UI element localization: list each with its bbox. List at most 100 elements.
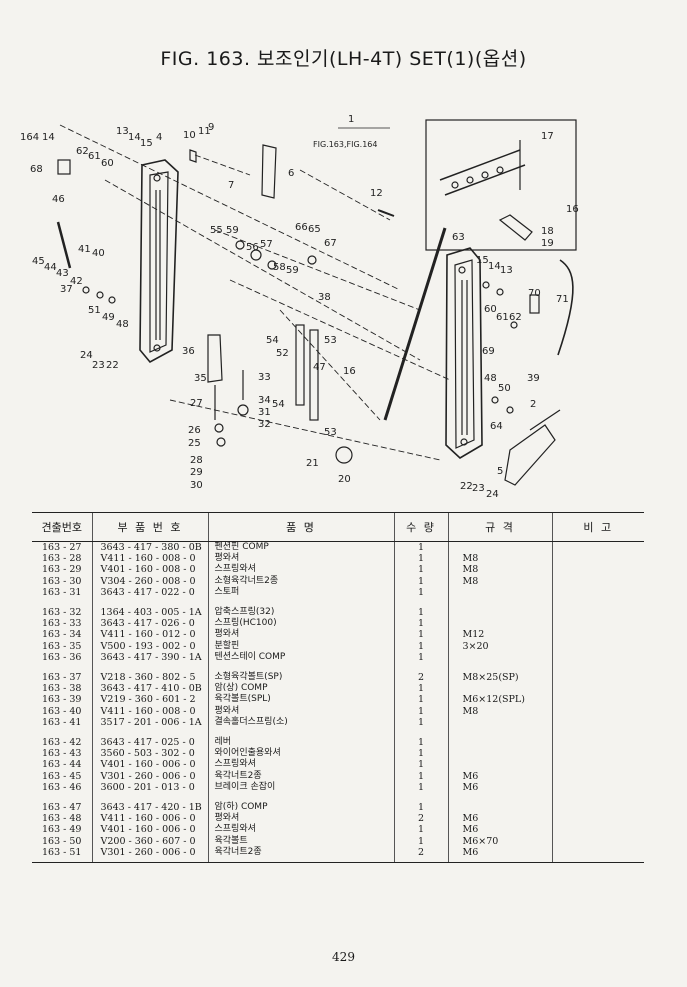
cell-no: 163 - 33	[42, 618, 82, 630]
callout: 27	[190, 398, 203, 409]
cell-qty: 1	[393, 629, 448, 641]
cell-qty: 1	[393, 759, 448, 771]
callout: 54	[272, 399, 285, 410]
lower-bracket	[504, 424, 556, 486]
cell-name: 암(하) COMP	[207, 802, 394, 814]
cell-no: 163 - 35	[42, 640, 82, 652]
callout: 37	[60, 284, 73, 295]
center-rod-b	[309, 329, 319, 421]
cell-name: 스프링(HC100)	[207, 618, 394, 630]
callout: 32	[258, 419, 271, 430]
cell-no: 163 - 37	[42, 672, 82, 684]
cell-spec: M6×70	[447, 835, 552, 847]
callout: 47	[313, 362, 326, 373]
cell-spec	[447, 541, 552, 554]
callout: 14	[42, 132, 55, 143]
cell-remarks	[551, 824, 644, 836]
callout: 18	[541, 226, 554, 237]
cell-part: 3517 - 201 - 006 - 1A	[91, 716, 208, 729]
spacer-cell	[447, 663, 552, 673]
spacer-cell	[32, 793, 92, 802]
cell-name: 스프링와셔	[207, 564, 394, 576]
callout: 9	[208, 122, 214, 133]
cell-spec	[447, 716, 552, 729]
callout: 62	[509, 312, 522, 323]
cell-remarks	[551, 564, 644, 576]
cell-no: 163 - 38	[42, 683, 82, 695]
cell-qty: 1	[393, 737, 448, 749]
assembly-lines	[59, 124, 451, 461]
cell-remarks	[551, 640, 644, 652]
cell-no: 163 - 34	[42, 629, 82, 641]
right-mast-frame	[445, 247, 483, 459]
callout: 49	[102, 312, 115, 323]
cell-part: V304 - 260 - 008 - 0	[91, 575, 208, 587]
cell-no: 163 - 29	[42, 564, 82, 576]
cell-spec: M6	[447, 781, 552, 794]
brake-handle	[56, 221, 72, 269]
left-mast-frame	[139, 159, 179, 364]
cell-no: 163 - 32	[42, 607, 82, 619]
cell-qty: 1	[393, 824, 448, 836]
cell-no: 163 - 40	[42, 705, 82, 717]
cell-spec	[447, 607, 552, 619]
cell-name: 스프링와셔	[207, 824, 394, 836]
cell-qty: 1	[393, 835, 448, 847]
spacer-cell	[91, 663, 208, 673]
cell-part: V401 - 160 - 006 - 0	[91, 824, 208, 836]
cell-part: 3643 - 417 - 410 - 0B	[91, 683, 208, 695]
callout: 6	[288, 168, 294, 179]
cell-spec	[447, 586, 552, 599]
cell-no: 163 - 28	[42, 553, 82, 565]
callout: 19	[541, 238, 554, 249]
cell-name: 소형육각볼트(SP)	[207, 672, 394, 684]
callout: 57	[260, 239, 273, 250]
header-part-name: 품 명	[207, 512, 394, 542]
callout: 35	[194, 373, 207, 384]
spacer-cell	[447, 793, 552, 803]
cell-no: 163 - 27	[42, 542, 82, 553]
spacer-cell	[207, 793, 394, 803]
callout: 51	[88, 305, 101, 316]
cell-spec: M6	[447, 824, 552, 836]
callout: 62	[76, 146, 89, 157]
callout: 15	[476, 255, 489, 266]
diagram-svg: 1 FIG.163,FIG.164 164 14 13 14 15 4 10 1…	[20, 114, 579, 500]
cell-part: V200 - 360 - 607 - 0	[91, 835, 208, 847]
callout: 61	[496, 312, 509, 323]
callout: 67	[324, 238, 337, 249]
cell-part: V301 - 260 - 006 - 0	[91, 846, 208, 864]
cell-spec: M6	[447, 813, 552, 825]
cell-spec: M8	[447, 575, 552, 587]
plate-6	[261, 144, 277, 199]
callout: 43	[56, 268, 69, 279]
cell-spec	[447, 748, 552, 760]
callout: 24	[80, 350, 93, 361]
page-title: FIG. 163. 보조인기(LH-4T) SET(1)(옵션)	[160, 48, 527, 70]
cell-remarks	[551, 629, 644, 641]
spacer-cell	[207, 728, 394, 738]
cell-no: 163 - 43	[42, 748, 82, 760]
cell-qty: 1	[393, 705, 448, 717]
spacer-cell	[32, 663, 92, 672]
cell-spec: M12	[447, 629, 552, 641]
spacer-cell	[551, 663, 644, 673]
ref-marker: 1	[348, 114, 354, 125]
cell-no: 163 - 41	[42, 716, 82, 728]
cell-spec: M6	[447, 770, 552, 782]
cell-part: V500 - 193 - 002 - 0	[91, 640, 208, 652]
table-header-row: 견출번호 부 품 번 호 품 명 수 량 규 격 비 고	[32, 512, 644, 542]
cell-name: 분할핀	[207, 640, 394, 652]
group-spacer	[32, 793, 644, 803]
